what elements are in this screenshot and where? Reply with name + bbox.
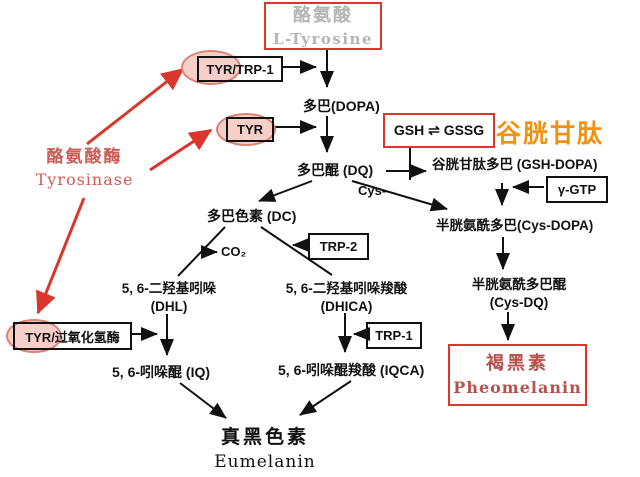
dhica-label-en: (DHICA) — [320, 299, 373, 315]
cys-dq-label-en: (Cys-DQ) — [489, 295, 549, 311]
tyrosine-box: 酪氨酸 L-Tyrosine — [264, 2, 382, 50]
tyr-label: TYR — [237, 122, 263, 137]
dhl-label-zh: 5, 6-二羟基吲哚 — [121, 281, 217, 296]
dq-label: 多巴醌 (DQ) — [297, 162, 374, 178]
trp2-label: TRP-2 — [319, 239, 358, 254]
highlight-ellipse-tyrtrp1 — [181, 50, 241, 85]
gsh-dopa-label: 谷胱甘肽多巴 (GSH-DOPA) — [432, 157, 598, 172]
gamma-gtp-label: γ-GTP — [557, 182, 597, 197]
trp2-box: TRP-2 — [308, 233, 369, 260]
glutathione-title: 谷胱甘肽 — [496, 120, 605, 148]
tyr-trp1-box: TYR/TRP-1 — [197, 56, 283, 82]
pheomelanin-box: 褐黑素 Pheomelanin — [448, 344, 587, 406]
eumelanin-label-en: Eumelanin — [214, 451, 316, 472]
dhl-label: 5, 6-二羟基吲哚 (DHL) — [110, 280, 228, 316]
highlight-ellipse-catalase — [6, 319, 62, 353]
tyrosinase-label: 酪氨酸酶 Tyrosinase — [22, 146, 147, 191]
cys-dopa-label: 半胱氨酰多巴(Cys-DOPA) — [436, 218, 594, 233]
arrow-iqca-to-eumelanin — [299, 380, 352, 416]
pheomelanin-label-zh: 褐黑素 — [486, 353, 549, 374]
dhica-label: 5, 6-二羟基吲哚羧酸 (DHICA) — [278, 280, 415, 316]
arrow-iq-to-eumelanin — [179, 382, 227, 419]
tyrosine-label-zh: 酪氨酸 — [293, 5, 353, 26]
dhica-label-zh: 5, 6-二羟基吲哚羧酸 — [285, 281, 408, 296]
tyrosine-label-en: L-Tyrosine — [272, 29, 374, 48]
tyr-box: TYR — [226, 117, 274, 142]
dc-label: 多巴色素 (DC) — [207, 208, 297, 224]
red-arrow-enzyme-to-tyr — [149, 128, 213, 172]
trp1-box: TRP-1 — [366, 322, 422, 349]
gsh-gssg-box: GSH ⇌ GSSG — [383, 113, 495, 148]
iq-label: 5, 6-吲哚醌 (IQ) — [112, 364, 211, 380]
dhl-label-en: (DHL) — [150, 299, 188, 315]
gsh-gssg-label: GSH ⇌ GSSG — [393, 122, 485, 138]
cys-dq-label-zh: 半胱氨酰多巴醌 — [471, 277, 567, 292]
arrow-dq-to-dc — [258, 180, 313, 202]
line-dc-to-dhl — [177, 226, 226, 277]
eumelanin-label-zh: 真黑色素 — [220, 427, 309, 448]
cys-dq-label: 半胱氨酰多巴醌 (Cys-DQ) — [458, 276, 580, 312]
trp1-label: TRP-1 — [375, 328, 413, 343]
tyr-trp1-label: TYR/TRP-1 — [206, 61, 274, 77]
co2-label: CO₂ — [221, 244, 247, 259]
dopa-label: 多巴(DOPA) — [303, 98, 380, 114]
pheomelanin-label-en: Pheomelanin — [453, 378, 582, 398]
gamma-gtp-box: γ-GTP — [546, 176, 608, 203]
red-arrow-enzyme-to-tyrtrp1 — [86, 67, 185, 146]
arrow-dq-to-cysdopa — [351, 180, 448, 212]
tyrosinase-label-en: Tyrosinase — [35, 169, 134, 189]
tyr-catalase-label: TYR/过氧化氢酶 — [25, 329, 120, 345]
cys-label: Cys- — [358, 183, 387, 198]
eumelanin-label: 真黑色素 Eumelanin — [203, 425, 327, 474]
iqca-label: 5, 6-吲哚醌羧酸 (IQCA) — [278, 362, 425, 378]
tyr-catalase-box: TYR/过氧化氢酶 — [13, 322, 132, 350]
red-arrow-enzyme-to-catalase — [36, 197, 86, 315]
tyrosinase-label-zh: 酪氨酸酶 — [46, 147, 123, 166]
